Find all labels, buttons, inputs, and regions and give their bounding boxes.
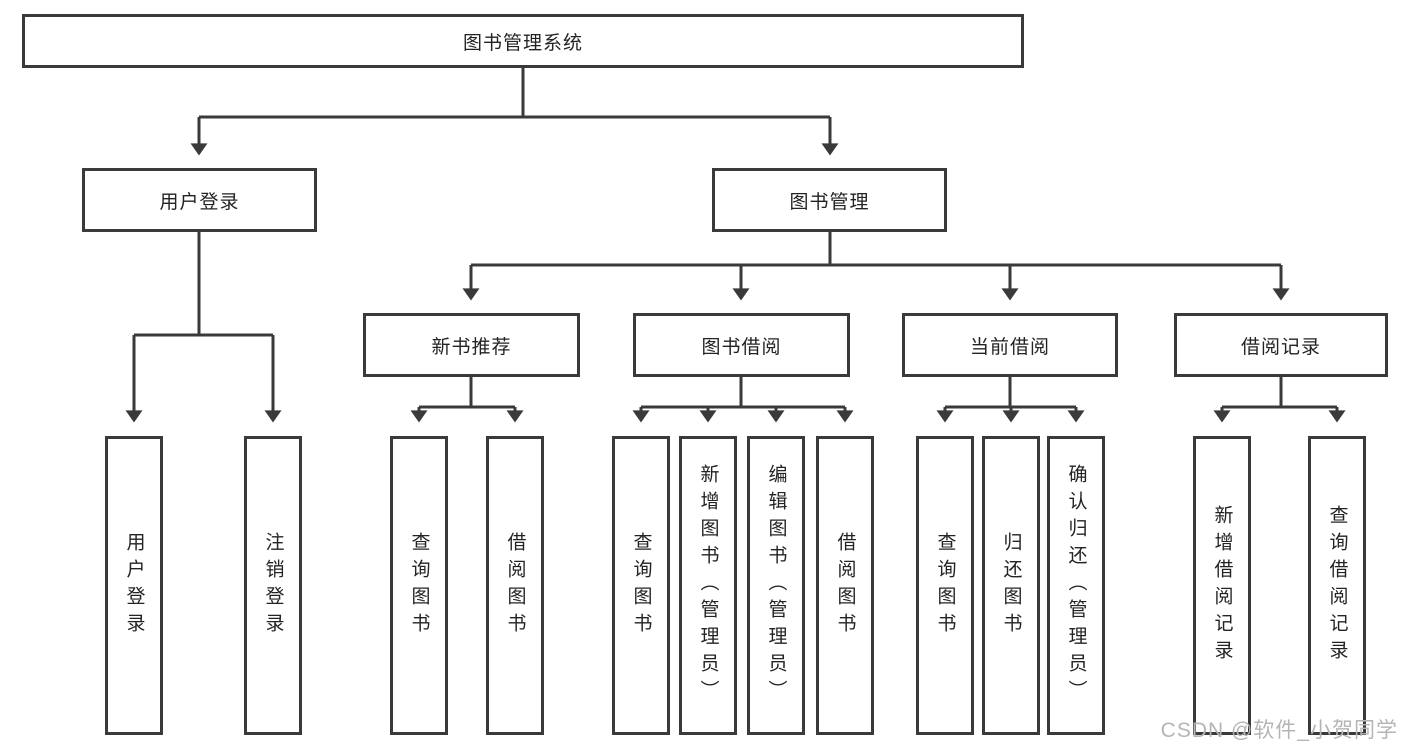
- leaf-user-login-label: 用户登录: [123, 531, 145, 640]
- leaf-borrow-query: 查询图书: [612, 436, 670, 735]
- connector-book-mgmt-to-level2: [462, 231, 1290, 301]
- node-current-borrowing-label: 当前借阅: [969, 336, 1050, 358]
- node-borrowing-records: 借阅记录: [1174, 313, 1388, 377]
- connector-book-borrow-to-leaves: [632, 376, 854, 423]
- leaf-borrow-book: 借阅图书: [816, 436, 874, 735]
- connector-current-borrow-to-leaves: [936, 376, 1085, 423]
- leaf-query-borrow-record: 查询借阅记录: [1308, 436, 1366, 735]
- leaf-add-borrow-record-label: 新增借阅记录: [1211, 504, 1233, 667]
- csdn-watermark: CSDN @软件_小贺同学: [1160, 719, 1398, 742]
- leaf-borrow-add-book-admin-label: 新增图书（管理员）: [697, 464, 719, 707]
- node-new-book-recommend-label: 新书推荐: [431, 336, 512, 358]
- leaf-current-query: 查询图书: [916, 436, 974, 735]
- node-borrowing-records-label: 借阅记录: [1240, 336, 1321, 358]
- leaf-logout: 注销登录: [244, 436, 302, 735]
- leaf-new-book-borrow-label: 借阅图书: [504, 531, 526, 640]
- node-book-borrowing-label: 图书借阅: [701, 336, 782, 358]
- leaf-return-book-label: 归还图书: [1000, 531, 1022, 640]
- leaf-confirm-return-admin-label: 确认归还（管理员）: [1065, 464, 1087, 707]
- leaf-borrow-edit-book-admin: 编辑图书（管理员）: [747, 436, 805, 735]
- leaf-borrow-query-label: 查询图书: [630, 531, 652, 640]
- leaf-logout-label: 注销登录: [262, 531, 284, 640]
- leaf-borrow-book-label: 借阅图书: [834, 531, 856, 640]
- leaf-new-book-query-label: 查询图书: [408, 531, 430, 640]
- connector-new-book-to-leaves: [410, 376, 524, 423]
- connector-user-login-to-leaves: [125, 231, 282, 423]
- leaf-borrow-add-book-admin: 新增图书（管理员）: [679, 436, 737, 735]
- leaf-return-book: 归还图书: [982, 436, 1040, 735]
- node-book-borrowing: 图书借阅: [633, 313, 850, 377]
- node-new-book-recommend: 新书推荐: [363, 313, 580, 377]
- node-book-management: 图书管理: [712, 168, 947, 232]
- leaf-current-query-label: 查询图书: [934, 531, 956, 640]
- leaf-user-login: 用户登录: [105, 436, 163, 735]
- node-root-library-system: 图书管理系统: [22, 14, 1024, 68]
- node-book-management-label: 图书管理: [789, 191, 870, 213]
- leaf-borrow-edit-book-admin-label: 编辑图书（管理员）: [765, 464, 787, 707]
- node-user-login-label: 用户登录: [159, 191, 240, 213]
- leaf-new-book-borrow: 借阅图书: [486, 436, 544, 735]
- leaf-new-book-query: 查询图书: [390, 436, 448, 735]
- node-user-login: 用户登录: [82, 168, 317, 232]
- node-current-borrowing: 当前借阅: [902, 313, 1118, 377]
- connector-borrow-record-to-leaves: [1213, 376, 1346, 423]
- connector-root-to-level1: [190, 66, 839, 156]
- leaf-query-borrow-record-label: 查询借阅记录: [1326, 504, 1348, 667]
- node-root-label: 图书管理系统: [462, 32, 583, 54]
- leaf-confirm-return-admin: 确认归还（管理员）: [1047, 436, 1105, 735]
- leaf-add-borrow-record: 新增借阅记录: [1193, 436, 1251, 735]
